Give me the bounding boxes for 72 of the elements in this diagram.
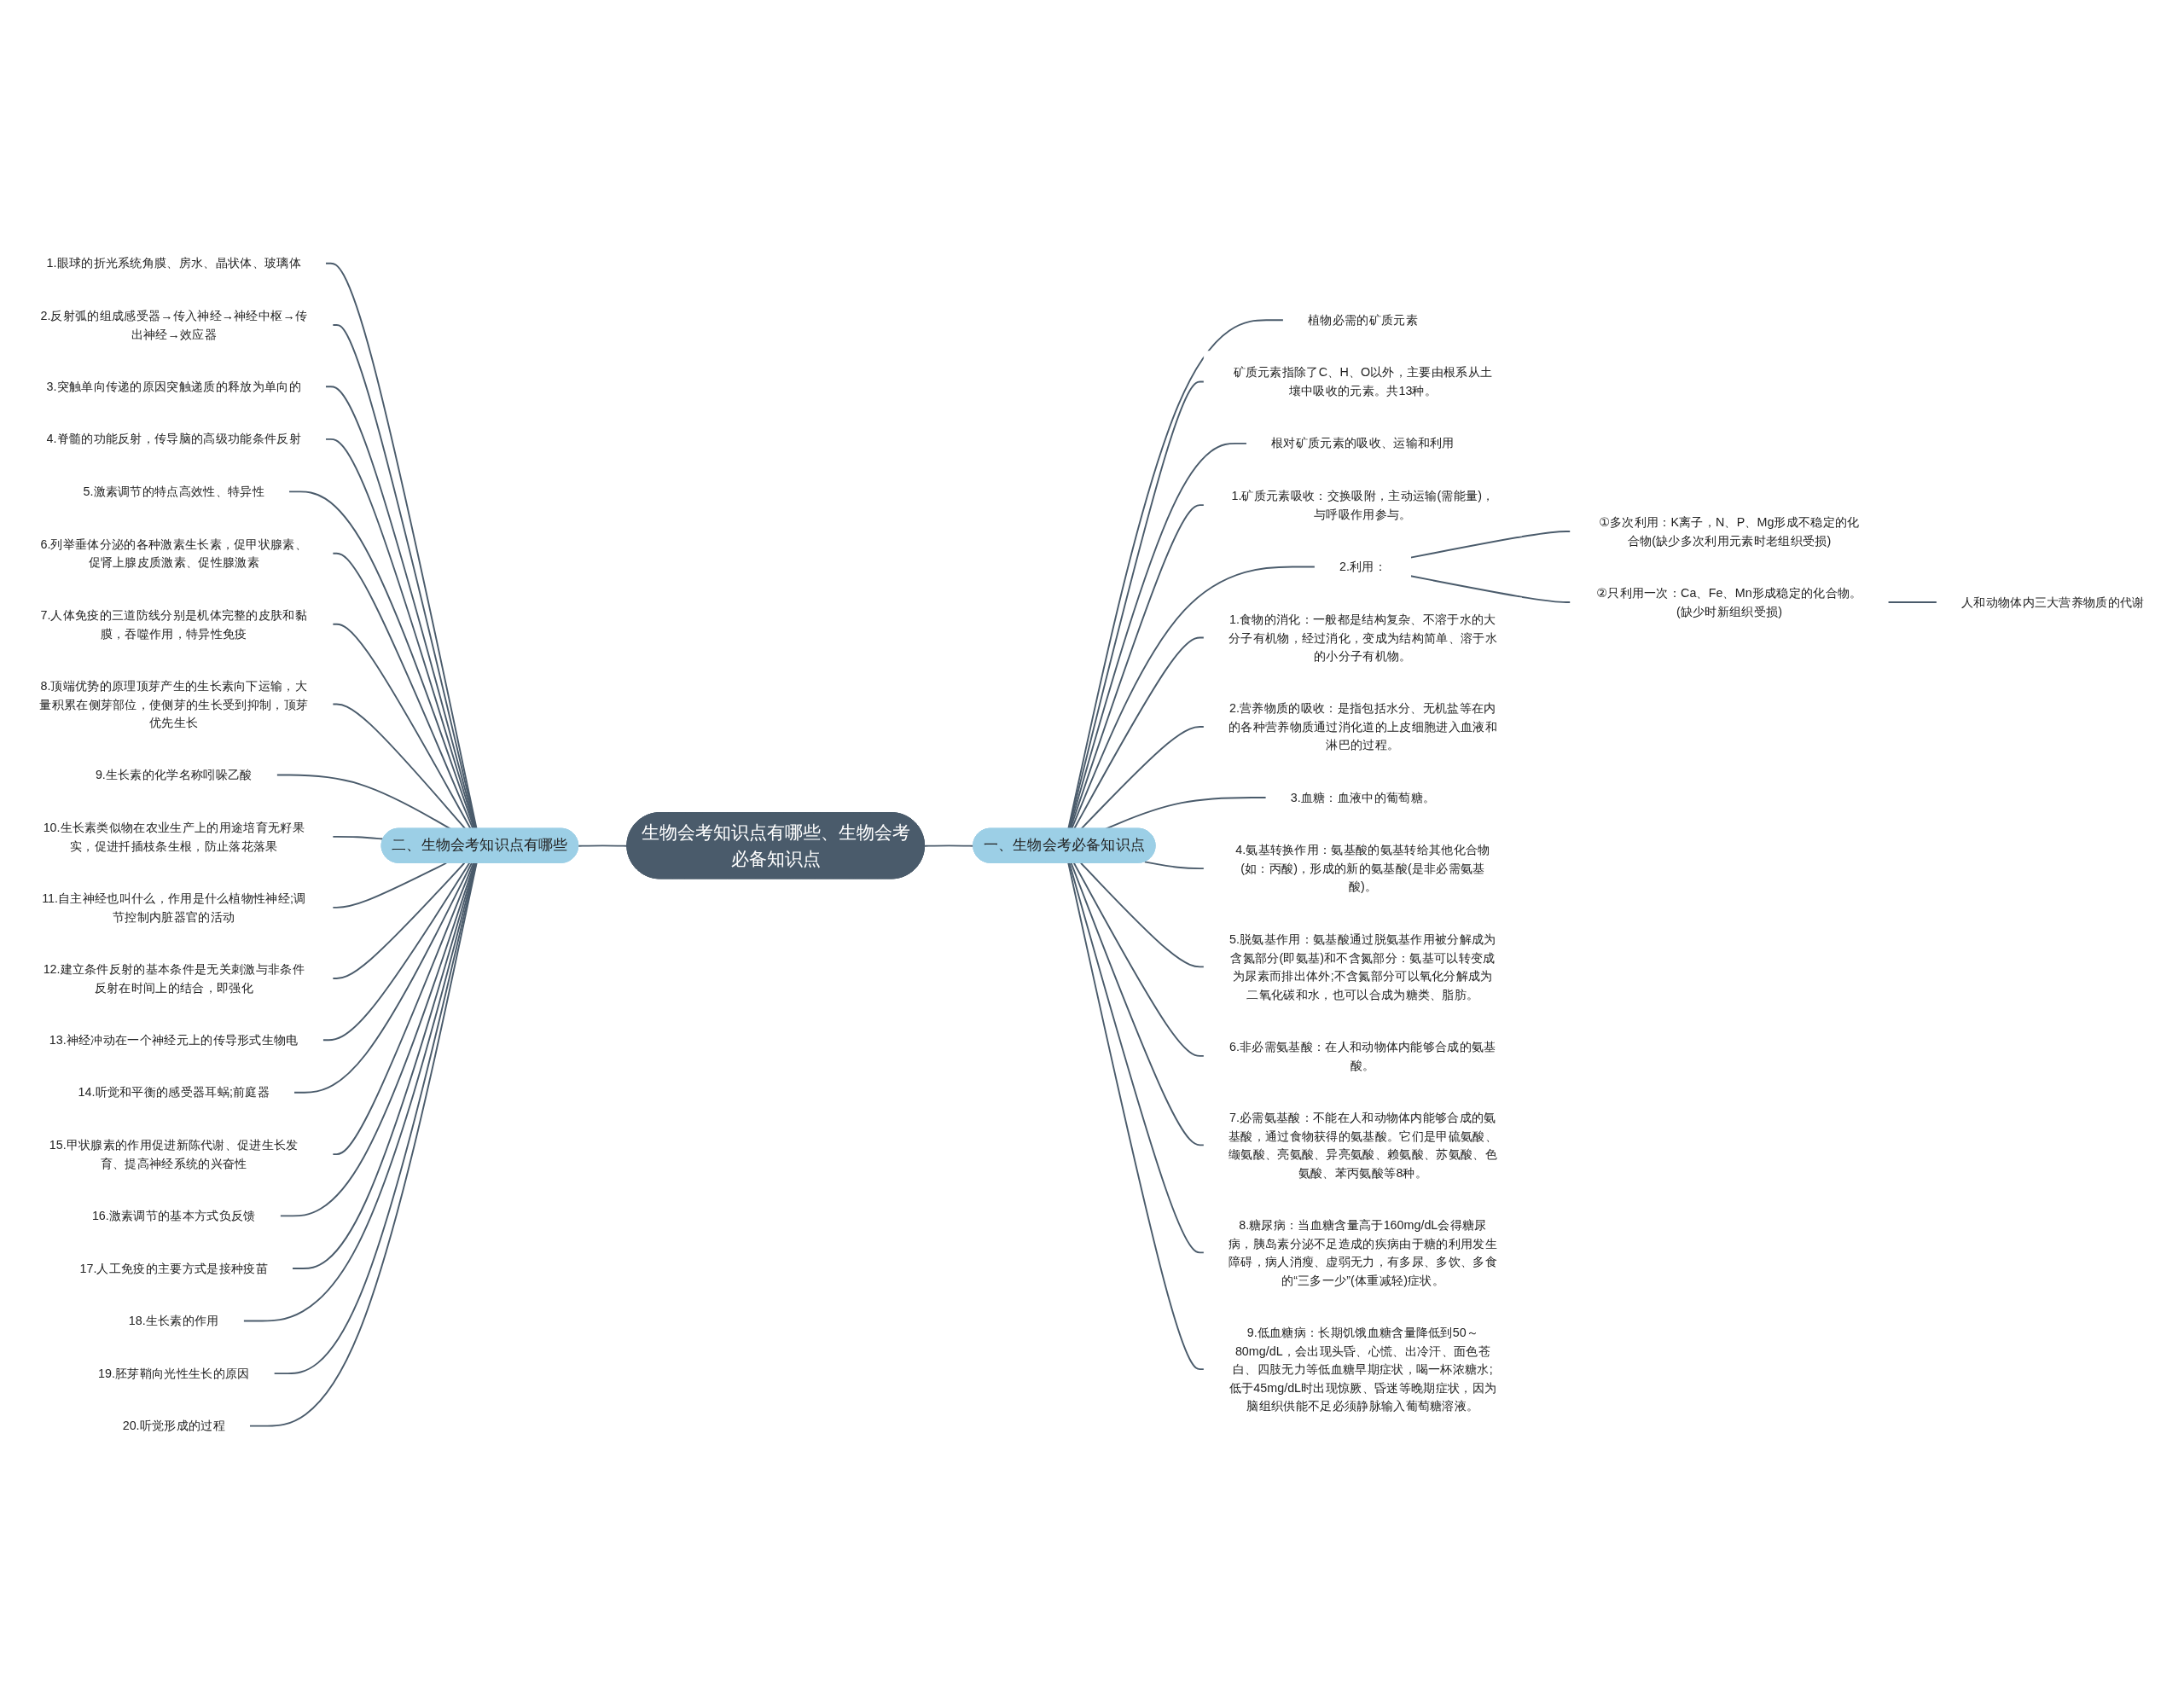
connector xyxy=(1069,504,1205,830)
node-text: 9.低血糖病：长期饥饿血糖含量降低到50～80mg/dL，会出现头昏、心慌、出冷汗、面色苍白、四肢无力等低血糖早期症状，喝一杯浓糖水;低于45mg/dL时出现惊厥、昏迷等晚期症状，因为脑组织供能不足必须静脉输入葡萄糖溶液。 xyxy=(1228,1325,1497,1413)
node-text: 17.人工免疫的主要方式是接种疫苗 xyxy=(79,1260,268,1275)
connector xyxy=(1068,442,1248,830)
node-text: 14.听觉和平衡的感受器耳蜗;前庭器 xyxy=(78,1084,270,1100)
connector xyxy=(331,703,467,830)
node-text: 2.反射弧的组成感受器→传入神经→神经中枢→传出神经→效应器 xyxy=(40,308,308,340)
node-text: 20.听觉形成的过程 xyxy=(122,1418,225,1432)
connector xyxy=(273,862,478,1374)
node-text: 13.神经冲动在一个神经元上的传导形式生物电 xyxy=(49,1032,299,1047)
node-text: 11.自主神经也叫什么，作用是什么植物性神经;调节控制内脏器官的活动 xyxy=(42,891,306,923)
connector xyxy=(322,862,471,1042)
connector xyxy=(293,862,473,1094)
node-text: 2.营养物质的吸收：是指包括水分、无机盐等在内的各种营养物质通过消化道的上皮细胞进入血液和淋巴的过程。 xyxy=(1228,700,1497,752)
connector xyxy=(1409,530,1571,559)
node-text: 10.生长素类似物在农业生产上的用途培育无籽果实，促进扦插枝条生根，防止落花落果 xyxy=(43,820,305,852)
node-text: 8.糖尿病：当血糖含量高于160mg/dL会得糖尿病，胰岛素分泌不足造成的疾病由于糖的利用发生障碍，病人消瘦、虚弱无力，有多尿、多饮、多食的“三多一少”(体重减轻)症状。 xyxy=(1228,1217,1497,1286)
connector xyxy=(331,623,472,830)
connector xyxy=(331,862,448,908)
connector xyxy=(291,862,476,1269)
connector xyxy=(331,862,474,1155)
node-text: 6.列举垂体分泌的各种激素生长素，促甲状腺素、促肾上腺皮质激素、促性腺激素 xyxy=(40,536,308,569)
connector xyxy=(1068,862,1205,1254)
connector xyxy=(1072,862,1205,1057)
connector xyxy=(242,862,477,1322)
node-text: 5.激素调节的特点高效性、特异性 xyxy=(83,484,264,498)
connector xyxy=(1071,566,1316,830)
connector xyxy=(1080,725,1205,830)
node-text: 1.矿质元素吸收：交换吸附，主动运输(需能量)，与呼吸作用参与。 xyxy=(1231,488,1495,521)
connector xyxy=(331,862,466,979)
connector xyxy=(924,844,975,847)
node-text: 7.人体免疫的三道防线分别是机体完整的皮肤和黏膜，吞噬作用，特异性免疫 xyxy=(40,607,308,640)
node-text: ①多次利用：K离子，N、P、Mg形成不稳定的化合物(缺少多次利用元素时老组织受损) xyxy=(1599,514,1860,547)
node-text: 根对矿质元素的吸收、运输和利用 xyxy=(1271,435,1455,450)
node-text: 18.生长素的作用 xyxy=(128,1313,219,1327)
node-text: 6.非必需氨基酸：在人和动物体内能够合成的氨基酸。 xyxy=(1229,1039,1496,1071)
node-text: 3.血糖：血液中的葡萄糖。 xyxy=(1290,790,1436,804)
connector xyxy=(1143,861,1205,869)
node-text: 人和动物体内三大营养物质的代谢 xyxy=(1960,594,2145,609)
node-text: 1.眼球的折光系统角膜、房水、晶状体、玻璃体 xyxy=(46,255,301,270)
connector xyxy=(1067,862,1205,1370)
connector xyxy=(1073,636,1205,830)
connector xyxy=(331,552,474,830)
connector xyxy=(288,490,475,830)
node-text: 植物必需的矿质元素 xyxy=(1308,312,1418,327)
node-text: 2.利用： xyxy=(1339,559,1386,573)
connector xyxy=(248,862,478,1427)
connector xyxy=(578,844,629,847)
node-text: ②只利用一次：Ca、Fe、Mn形成稳定的化合物。(缺少时新组织受损) xyxy=(1596,585,1862,618)
connector xyxy=(276,774,451,830)
node-text: 12.建立条件反射的基本条件是无关刺激与非条件反射在时间上的结合，即强化 xyxy=(43,961,305,994)
connector xyxy=(1070,862,1205,1146)
node-text: 3.突触单向传递的原因突触递质的释放为单向的 xyxy=(46,379,301,393)
node-text: 19.胚芽鞘向光性生长的原因 xyxy=(98,1366,250,1380)
connector xyxy=(1105,796,1268,830)
node-text: 15.甲状腺素的作用促进新陈代谢、促进生长发育、提高神经系统的兴奋性 xyxy=(49,1137,299,1170)
node-text: 5.脱氨基作用：氨基酸通过脱氨基作用被分解成为含氮部分(即氨基)和不含氮部分：氨基可以转变成为尿素而排出体外;不含氮部分可以氧化分解成为二氧化碳和水，也可以合成为糖类、脂肪。 xyxy=(1229,932,1496,1001)
node-text: 7.必需氨基酸：不能在人和动物体内能够合成的氨基酸，通过食物获得的氨基酸。它们是甲硫氨酸、缬氨酸、亮氨酸、异亮氨酸、赖氨酸、苏氨酸、色氨酸、苯丙氨酸等8种。 xyxy=(1228,1110,1497,1179)
connector xyxy=(1080,862,1205,968)
node-text: 4.脊髓的功能反射，传导脑的高级功能条件反射 xyxy=(46,431,301,446)
connector xyxy=(1067,380,1205,830)
node-text: 8.顶端优势的原理顶芽产生的生长素向下运输，大量积累在侧芽部位，使侧芽的生长受到抑制，顶芽优先生长 xyxy=(39,678,309,729)
connector xyxy=(1887,601,1938,603)
node-text: 1.食物的消化：一般都是结构复杂、不溶于水的大分子有机物，经过消化，变成为结构简单、溶于水的小分子有机物。 xyxy=(1228,612,1497,663)
connector xyxy=(331,835,385,840)
connector xyxy=(1409,575,1571,603)
node-text: 4.氨基转换作用：氨基酸的氨基转给其他化合物(如：丙酸)，形成的新的氨基酸(是非必需氨基酸)。 xyxy=(1235,842,1490,893)
connector xyxy=(279,862,476,1217)
node-text: 矿质元素指除了C、H、O以外，主要由根系从土壤中吸收的元素。共13种。 xyxy=(1233,364,1493,398)
connector xyxy=(1067,319,1285,830)
node-text: 9.生长素的化学名称吲哚乙酸 xyxy=(95,767,253,781)
node-text: 16.激素调节的基本方式负反馈 xyxy=(91,1208,256,1222)
